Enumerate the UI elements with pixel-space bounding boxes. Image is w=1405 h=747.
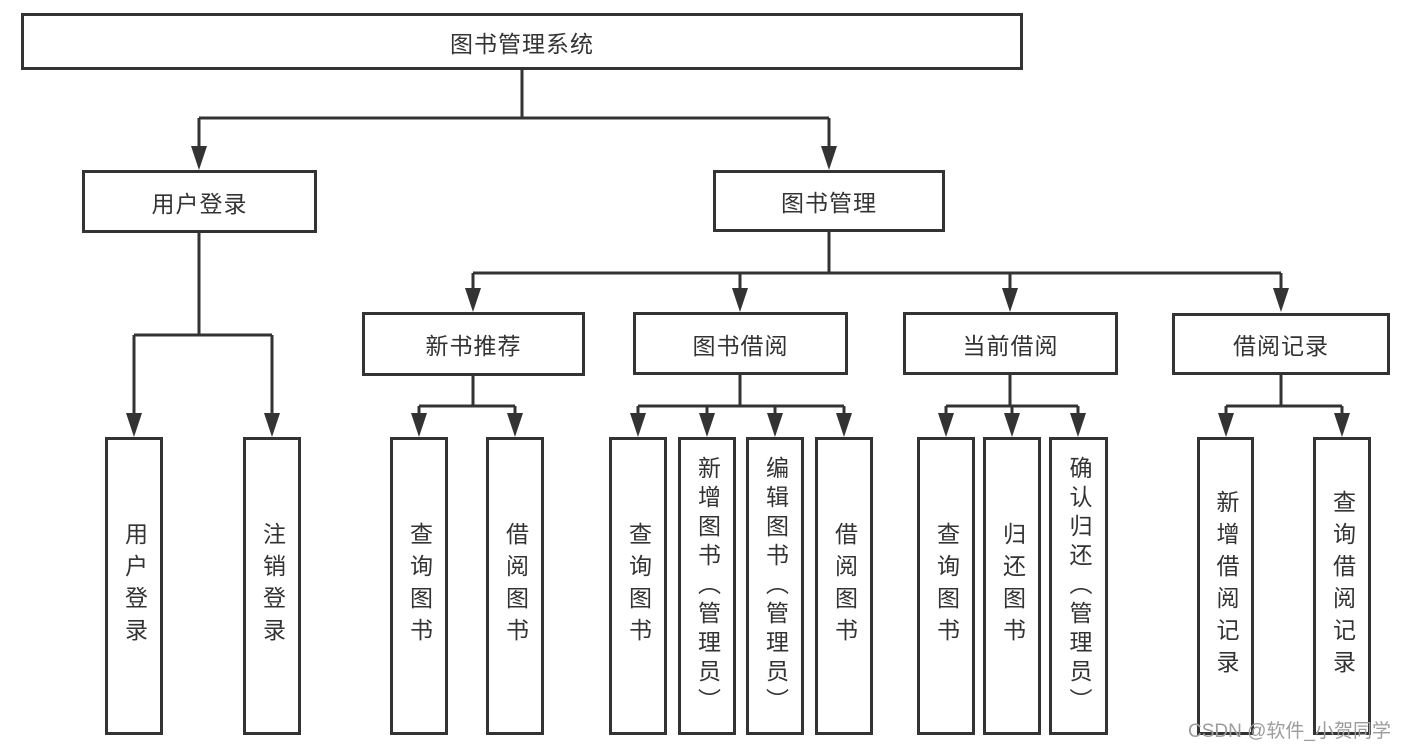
node-current-borrowing: 当前借阅 [903, 312, 1118, 375]
leaf-add-books-admin-label: 新增图书（管理员） [694, 455, 721, 717]
leaf-edit-books-admin-label: 编辑图书（管理员） [762, 455, 789, 717]
leaf-query-books-3: 查询图书 [917, 437, 975, 735]
node-library-system-label: 图书管理系统 [450, 30, 594, 57]
leaf-borrow-books-2-label: 借阅图书 [831, 522, 858, 650]
leaf-confirm-return-admin-label: 确认归还（管理员） [1066, 455, 1092, 717]
node-library-system: 图书管理系统 [21, 13, 1023, 70]
leaf-query-books-2-label: 查询图书 [625, 522, 652, 650]
node-user-login-label: 用户登录 [151, 190, 248, 217]
leaf-query-borrow-record-label: 查询借阅记录 [1329, 490, 1356, 682]
arrowheads [126, 146, 1350, 437]
node-book-management: 图书管理 [713, 170, 945, 232]
node-user-login: 用户登录 [82, 170, 317, 233]
csdn-watermark: CSDN @软件_小贺同学 [1188, 721, 1391, 742]
leaf-confirm-return-admin: 确认归还（管理员） [1049, 437, 1108, 735]
node-book-borrowing-label: 图书借阅 [692, 332, 789, 359]
leaf-logout-label: 注销登录 [259, 522, 286, 650]
leaf-user-login-label: 用户登录 [121, 522, 148, 650]
leaf-query-books-3-label: 查询图书 [933, 522, 960, 650]
leaf-return-books: 归还图书 [983, 437, 1041, 735]
node-borrowing-records-label: 借阅记录 [1233, 333, 1329, 359]
leaf-user-login: 用户登录 [105, 437, 163, 735]
leaf-logout: 注销登录 [243, 437, 301, 735]
leaf-query-books-1: 查询图书 [390, 437, 448, 735]
leaf-return-books-label: 归还图书 [999, 522, 1026, 650]
leaf-query-books-1-label: 查询图书 [406, 522, 433, 650]
leaf-edit-books-admin: 编辑图书（管理员） [746, 437, 804, 735]
leaf-borrow-books-2: 借阅图书 [815, 437, 873, 735]
leaf-borrow-books-1: 借阅图书 [486, 437, 544, 735]
node-borrowing-records: 借阅记录 [1172, 313, 1390, 375]
leaf-add-books-admin: 新增图书（管理员） [678, 437, 736, 735]
leaf-add-borrow-record: 新增借阅记录 [1197, 437, 1254, 735]
node-new-book-recommend: 新书推荐 [362, 312, 585, 376]
node-new-book-recommend-label: 新书推荐 [425, 333, 522, 359]
leaf-query-books-2: 查询图书 [609, 437, 667, 735]
leaf-borrow-books-1-label: 借阅图书 [502, 522, 529, 650]
node-book-borrowing: 图书借阅 [633, 312, 848, 375]
leaf-add-borrow-record-label: 新增借阅记录 [1213, 490, 1239, 682]
node-current-borrowing-label: 当前借阅 [962, 332, 1059, 359]
leaf-query-borrow-record: 查询借阅记录 [1313, 437, 1371, 735]
node-book-management-label: 图书管理 [781, 190, 877, 216]
